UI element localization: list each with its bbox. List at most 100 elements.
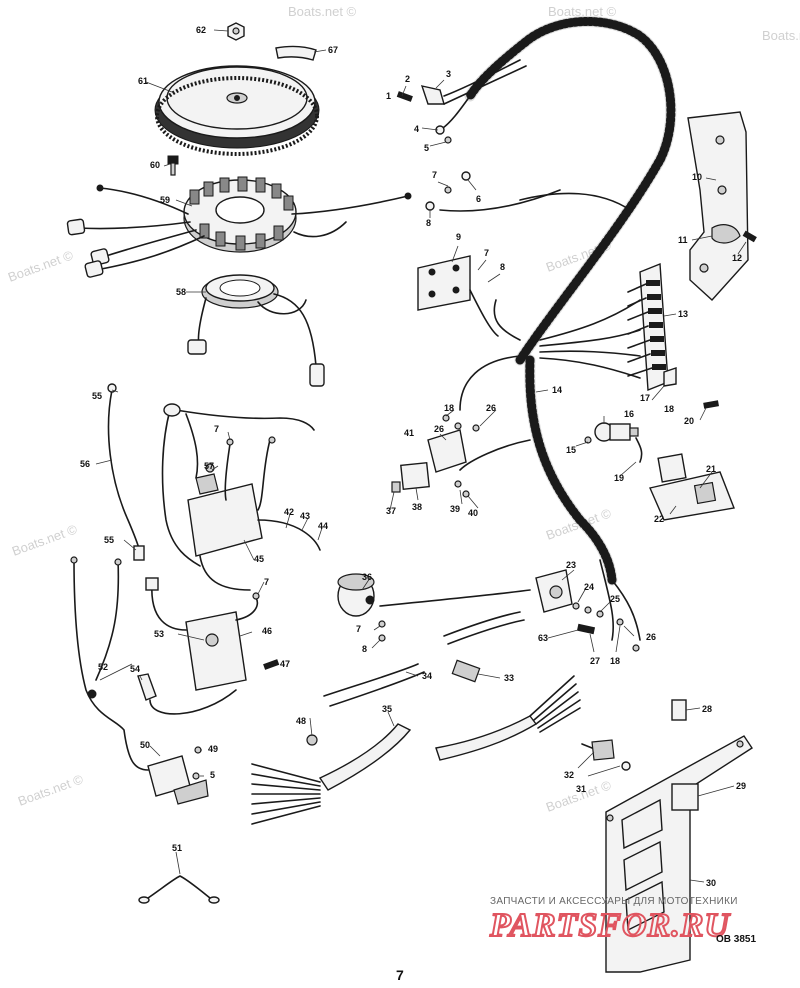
callout: 12 [732,253,742,263]
callout: 48 [296,716,306,726]
callout: 57 [204,461,214,471]
starter-solenoid [337,573,531,642]
callout: 45 [254,554,264,564]
brand-logo: PARTSFOR.RU [489,907,731,944]
callout: 4 [414,124,419,134]
battery-cable-short [107,383,145,561]
callout: 13 [678,309,688,319]
callout: 58 [176,287,186,297]
leader-lines [95,29,747,883]
callout: 29 [736,781,746,791]
watermark: Boats.net © [6,247,76,285]
page-number: 7 [396,967,404,983]
callout: 3 [446,69,451,79]
callout: 7 [264,577,269,587]
callout: 5 [210,770,215,780]
stator [66,176,412,278]
callout: 16 [624,409,634,419]
callout: 50 [140,740,150,750]
callout: 41 [404,428,414,438]
watermark-layer: Boats.net © Boats.net © Boats.net © Boat… [6,4,800,815]
key-switch [584,367,735,521]
callout: 36 [362,572,372,582]
callout: 35 [382,704,392,714]
callout: 49 [208,744,218,754]
callout: 52 [98,662,108,672]
callout: 14 [552,385,562,395]
callout-labels: 62 67 61 60 59 58 2 3 4 1 5 7 6 8 9 7 8 … [80,25,746,888]
callout: 18 [610,656,620,666]
callout: 60 [150,160,160,170]
callout: 40 [468,508,478,518]
main-cable-35 [251,675,581,825]
callout: 37 [386,506,396,516]
callout: 26 [486,403,496,413]
callout: 26 [434,424,444,434]
switch-assembly [396,59,527,211]
callout: 33 [504,673,514,683]
callout: 53 [154,629,164,639]
callout: 32 [564,770,574,780]
callout: 21 [706,464,716,474]
timer-base [187,274,325,387]
drawing-code: OB 3851 [716,934,756,945]
callout: 51 [172,843,182,853]
callout: 9 [456,232,461,242]
callout: 6 [476,194,481,204]
callout: 46 [262,626,272,636]
callout: 44 [318,521,328,531]
callout: 7 [432,170,437,180]
watermark: Boats.net © [10,521,80,559]
callout: 2 [405,74,410,84]
callout: 15 [566,445,576,455]
callout: 42 [284,507,294,517]
callout: 47 [280,659,290,669]
jumper-wire [138,875,220,904]
callout: 7 [484,248,489,258]
callout: 19 [614,473,624,483]
solenoid-small [147,746,209,805]
callout: 38 [412,502,422,512]
callout: 11 [678,235,688,245]
callout: 24 [584,582,594,592]
watermark: Boats.net © [544,777,614,815]
callout: 22 [654,514,664,524]
callout: 7 [356,624,361,634]
callout: 27 [590,656,600,666]
callout: 25 [610,594,620,604]
callout: 7 [214,424,219,434]
callout: 55 [92,391,102,401]
callout: 31 [576,784,586,794]
callout: 20 [684,416,694,426]
terminal-block [417,255,499,337]
watermark: Boats.net © [548,4,617,19]
callout: 10 [692,172,702,182]
callout: 63 [538,633,548,643]
mounting-plate [581,735,753,973]
watermark: Boats.net © [762,28,800,43]
flywheel-key [275,45,317,61]
ground-cable [70,556,149,771]
callout: 61 [138,76,148,86]
callout: 28 [702,704,712,714]
brand-banner: ЗАПЧАСТИ И АКСЕССУАРЫ ДЛЯ МОТОТЕХНИКИ PA… [488,896,737,945]
callout: 30 [706,878,716,888]
boot [137,673,237,715]
callout: 26 [646,632,656,642]
callout: 59 [160,195,170,205]
starter-cable [323,611,525,707]
power-pack [161,403,321,591]
starter-relay [535,569,687,721]
rectifier [391,414,480,498]
callout: 1 [386,91,391,101]
callout: 18 [444,403,454,413]
watermark: Boats.net © [16,771,86,809]
terminal-strip [627,262,669,392]
flywheel [154,65,320,156]
callout: 17 [640,393,650,403]
watermark: Boats.net © [288,4,357,19]
callout: 34 [422,671,432,681]
callout: 54 [130,664,140,674]
callout: 39 [450,504,460,514]
